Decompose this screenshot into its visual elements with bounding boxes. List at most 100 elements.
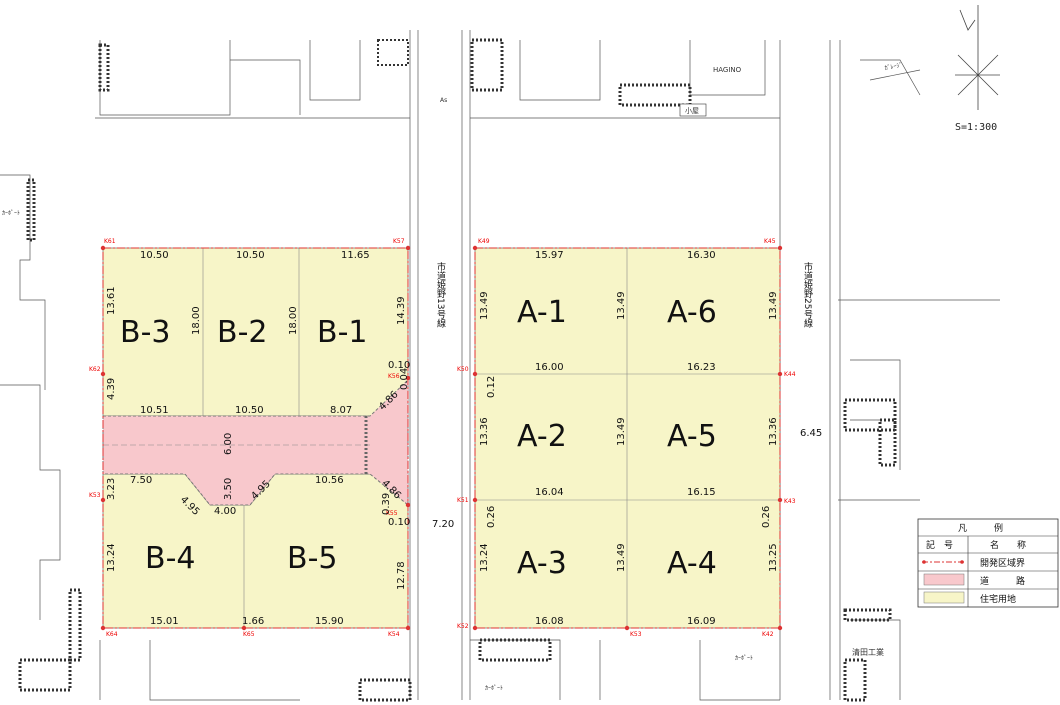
- svg-text:0.26: 0.26: [486, 506, 497, 528]
- svg-text:K56: K56: [388, 373, 400, 380]
- lot-b3-label: B-3: [120, 315, 171, 350]
- svg-text:11.65: 11.65: [341, 250, 370, 261]
- svg-text:10.50: 10.50: [235, 405, 264, 416]
- svg-text:16.04: 16.04: [535, 487, 564, 498]
- legend-col1: 記 号: [926, 539, 953, 551]
- legend-col2: 名 称: [990, 539, 1026, 551]
- svg-text:K64: K64: [106, 631, 118, 638]
- svg-text:18.00: 18.00: [288, 306, 299, 335]
- svg-text:K52: K52: [457, 623, 469, 630]
- lot-a2-label: A-2: [517, 419, 567, 454]
- svg-text:15.90: 15.90: [315, 616, 344, 627]
- svg-text:小屋: 小屋: [685, 106, 699, 115]
- svg-text:K65: K65: [243, 631, 255, 638]
- svg-text:8.07: 8.07: [330, 405, 352, 416]
- block-b-lots: [102, 247, 409, 629]
- svg-text:ｶﾞﾚｰｼﾞ: ｶﾞﾚｰｼﾞ: [884, 62, 903, 72]
- svg-text:K49: K49: [478, 238, 490, 245]
- building-labels: HAGINO 小屋 清田工業 ｶｰﾎﾟｰﾄ ｶｰﾎﾟｰﾄ ｶｰﾎﾟｰﾄ ｶﾞﾚｰ…: [2, 62, 903, 692]
- svg-text:13.61: 13.61: [106, 286, 117, 315]
- svg-text:0.12: 0.12: [486, 376, 497, 398]
- svg-text:14.39: 14.39: [396, 296, 407, 325]
- lot-a4-label: A-4: [667, 546, 717, 581]
- hatched-walls: [18, 38, 897, 702]
- svg-text:16.30: 16.30: [687, 250, 716, 261]
- svg-text:As: As: [440, 97, 447, 104]
- svg-text:K53: K53: [630, 631, 642, 638]
- svg-text:15.01: 15.01: [150, 616, 179, 627]
- svg-text:13.49: 13.49: [768, 291, 779, 320]
- svg-text:ｶｰﾎﾟｰﾄ: ｶｰﾎﾟｰﾄ: [735, 655, 753, 662]
- svg-text:12.78: 12.78: [396, 561, 407, 590]
- svg-text:清田工業: 清田工業: [852, 647, 884, 657]
- lot-a6-label: A-6: [667, 295, 717, 330]
- svg-text:K42: K42: [762, 631, 774, 638]
- svg-text:16.23: 16.23: [687, 362, 716, 373]
- lot-a5-label: A-5: [667, 419, 717, 454]
- east-street-label: 市道姫野25号線: [802, 261, 813, 328]
- svg-text:HAGINO: HAGINO: [713, 66, 742, 74]
- legend-title: 凡 例: [958, 522, 1003, 534]
- svg-text:K50: K50: [457, 366, 469, 373]
- lot-a3-label: A-3: [517, 546, 567, 581]
- svg-text:16.08: 16.08: [535, 616, 564, 627]
- svg-text:16.09: 16.09: [687, 616, 716, 627]
- legend: 凡 例 記 号 名 称 開発区域界 道 路 住宅用地: [917, 518, 1059, 608]
- svg-text:0.10: 0.10: [388, 360, 410, 371]
- legend-row-boundary: 開発区域界: [980, 557, 1025, 569]
- svg-text:4.39: 4.39: [106, 378, 117, 400]
- svg-text:0.26: 0.26: [761, 506, 772, 528]
- svg-text:K55: K55: [386, 510, 398, 517]
- svg-text:18.00: 18.00: [191, 306, 202, 335]
- block-a-lots: [474, 247, 781, 629]
- scale-label: S=1:300: [955, 122, 997, 133]
- svg-text:13.49: 13.49: [616, 543, 627, 572]
- svg-text:16.15: 16.15: [687, 487, 716, 498]
- svg-text:4.00: 4.00: [214, 506, 236, 517]
- svg-text:K43: K43: [784, 498, 796, 505]
- svg-text:ｶｰﾎﾟｰﾄ: ｶｰﾎﾟｰﾄ: [485, 685, 503, 692]
- svg-text:10.56: 10.56: [315, 475, 344, 486]
- svg-text:K61: K61: [104, 238, 116, 245]
- lot-labels: B-3 B-2 B-1 B-4 B-5 A-1 A-6 A-2 A-5 A-3 …: [120, 295, 717, 581]
- block-b-road: [102, 378, 409, 507]
- svg-text:K44: K44: [784, 371, 796, 378]
- lot-b4-label: B-4: [145, 541, 196, 576]
- svg-text:3.23: 3.23: [106, 478, 117, 500]
- svg-text:1.66: 1.66: [242, 616, 264, 627]
- svg-text:10.50: 10.50: [236, 250, 265, 261]
- north-arrow-icon: [955, 5, 1000, 110]
- svg-text:ｶｰﾎﾟｰﾄ: ｶｰﾎﾟｰﾄ: [2, 210, 20, 217]
- svg-text:7.20: 7.20: [432, 519, 454, 530]
- svg-text:7.50: 7.50: [130, 475, 152, 486]
- svg-text:16.00: 16.00: [535, 362, 564, 373]
- svg-text:13.25: 13.25: [768, 543, 779, 572]
- svg-text:6.00: 6.00: [223, 433, 234, 455]
- marker-labels: K61 K57 K49 K45 K62 K56 K50 K44 K53 K55 …: [89, 238, 796, 638]
- lot-a1-label: A-1: [517, 295, 567, 330]
- svg-text:13.49: 13.49: [616, 417, 627, 446]
- west-street-label: 市道姫野13号線: [435, 261, 446, 328]
- boundary-markers: [100, 245, 783, 631]
- svg-text:K53: K53: [89, 492, 101, 499]
- svg-text:13.49: 13.49: [479, 291, 490, 320]
- a-dimensions: 15.97 16.30 16.00 16.23 16.04 16.15 16.0…: [432, 250, 822, 627]
- svg-text:10.50: 10.50: [140, 250, 169, 261]
- svg-text:13.36: 13.36: [479, 417, 490, 446]
- b-dimensions: 10.50 10.50 11.65 10.51 10.50 8.07 7.50 …: [106, 250, 410, 627]
- svg-text:13.36: 13.36: [768, 417, 779, 446]
- svg-text:3.50: 3.50: [223, 478, 234, 500]
- svg-text:K45: K45: [764, 238, 776, 245]
- svg-text:6.45: 6.45: [800, 428, 822, 439]
- svg-text:K51: K51: [457, 497, 469, 504]
- legend-row-residential: 住宅用地: [980, 593, 1016, 605]
- legend-row-road: 道 路: [980, 575, 1025, 587]
- lot-b5-label: B-5: [287, 541, 338, 576]
- svg-text:0.39: 0.39: [381, 493, 392, 515]
- svg-text:K54: K54: [388, 631, 400, 638]
- svg-text:15.97: 15.97: [535, 250, 564, 261]
- svg-text:0.10: 0.10: [388, 517, 410, 528]
- lot-b1-label: B-1: [317, 315, 368, 350]
